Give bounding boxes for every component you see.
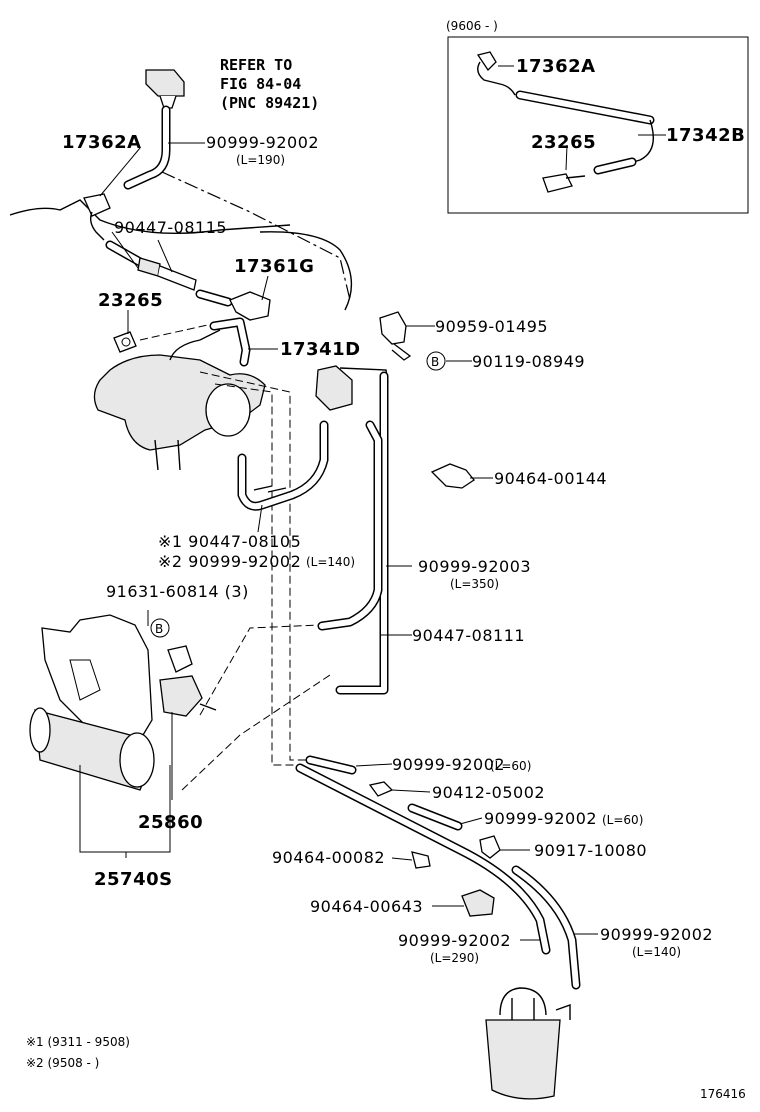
inset-label-17362a: 17362A — [516, 56, 596, 77]
sensor-17361g — [137, 257, 271, 321]
vsv-25860 — [159, 645, 217, 717]
hose-90447-08111 — [317, 420, 383, 631]
throttle-bore — [205, 383, 251, 437]
hose-m1-m2 — [237, 420, 329, 511]
label-m1-90447-08105: ※1 90447-08105 — [158, 532, 301, 551]
label-l60b: (L=60) — [602, 813, 643, 827]
label-91631-60814: 91631-60814 (3) — [106, 582, 249, 601]
label-90464-00643: 90464-00643 — [310, 897, 423, 916]
label-25860: 25860 — [138, 812, 203, 833]
leader-lines — [99, 142, 598, 941]
refer-line-1: REFER TO — [220, 56, 292, 74]
ref-line-d — [181, 674, 331, 791]
label-90119-08949: 90119-08949 — [472, 352, 585, 371]
ref-line-a — [199, 371, 310, 761]
inset-wire — [477, 61, 516, 96]
valve-90917-10080 — [479, 835, 501, 859]
label-17362a: 17362A — [62, 132, 142, 153]
label-l140a: (L=140) — [306, 555, 355, 569]
figure-id: 176416 — [700, 1087, 746, 1101]
pipe-17341d — [209, 317, 251, 367]
label-m2-90999-92002: ※2 90999-92002 — [158, 552, 301, 571]
ref-line-c — [199, 624, 321, 716]
label-90412-05002: 90412-05002 — [432, 783, 545, 802]
label-17361g: 17361G — [234, 256, 314, 277]
label-90999-92002-l60b: 90999-92002 — [484, 809, 597, 828]
label-90999-92002-l60a: 90999-92002 — [392, 755, 505, 774]
circle-b-label-2: B — [155, 622, 163, 636]
inset-range-label: (9606 - ) — [446, 19, 498, 33]
label-90999-92002-l140: 90999-92002 — [600, 925, 713, 944]
vsv-mid — [315, 365, 389, 411]
vsv-17362a — [83, 193, 111, 241]
label-l140b: (L=140) — [632, 945, 681, 959]
label-90959-01495: 90959-01495 — [435, 317, 548, 336]
refer-note: REFER TO FIG 84-04 (PNC 89421) — [220, 56, 319, 112]
label-l350: (L=350) — [450, 577, 499, 591]
bracket-17361g — [229, 291, 271, 321]
clip-90464-00082 — [411, 851, 431, 869]
label-90447-08111: 90447-08111 — [412, 626, 525, 645]
refer-line-3: (PNC 89421) — [220, 94, 319, 112]
bracket-25740s-line — [79, 765, 171, 853]
footnotes: ※1 (9311 - 9508) ※2 (9508 - ) — [26, 1035, 130, 1070]
canister-25740s — [29, 614, 155, 791]
footnote-1: ※1 (9311 - 9508) — [26, 1035, 130, 1049]
label-90999-92002-l290: 90999-92002 — [398, 931, 511, 950]
tank-port — [485, 987, 571, 1100]
engine-outline — [9, 199, 353, 471]
refer-line-2: FIG 84-04 — [220, 75, 301, 93]
circle-b-marker-1 — [426, 351, 446, 371]
ref-line-upper — [161, 171, 351, 301]
part-labels: 17362A 90999-92002 (L=190) 90447-08115 1… — [62, 132, 713, 965]
inset-panel: (9606 - ) 17362A 17342B 23265 — [446, 19, 749, 214]
label-90999-92002-top: 90999-92002 — [206, 133, 319, 152]
clip-90464-00643 — [461, 889, 495, 917]
vsv-top — [145, 69, 185, 109]
footnote-2: ※2 (9508 - ) — [26, 1056, 99, 1070]
circle-b-label-1: B — [431, 355, 439, 369]
valve-90412-05002 — [368, 781, 394, 797]
inset-sensor — [542, 173, 573, 193]
label-90447-08115: 90447-08115 — [114, 218, 227, 237]
sensor-23265 — [113, 331, 137, 353]
inset-frame — [447, 36, 749, 214]
label-l190: (L=190) — [236, 153, 285, 167]
ref-line-b — [214, 383, 300, 766]
inset-label-23265: 23265 — [531, 132, 596, 153]
label-17341d: 17341D — [280, 339, 361, 360]
inset-connector — [476, 51, 497, 72]
inset-label-17342b: 17342B — [666, 125, 745, 146]
circle-b-marker-2 — [150, 618, 170, 638]
label-l290: (L=290) — [430, 951, 479, 965]
label-90464-00082: 90464-00082 — [272, 848, 385, 867]
label-l60a: (L=60) — [490, 759, 531, 773]
inset-pipe — [599, 119, 654, 173]
bracket-90959-01495 — [379, 311, 412, 361]
label-23265: 23265 — [98, 290, 163, 311]
clip-90464-00144 — [430, 463, 475, 489]
label-90464-00144: 90464-00144 — [494, 469, 607, 488]
label-25740s: 25740S — [94, 869, 173, 890]
label-90917-10080: 90917-10080 — [534, 841, 647, 860]
label-90999-92003: 90999-92003 — [418, 557, 531, 576]
